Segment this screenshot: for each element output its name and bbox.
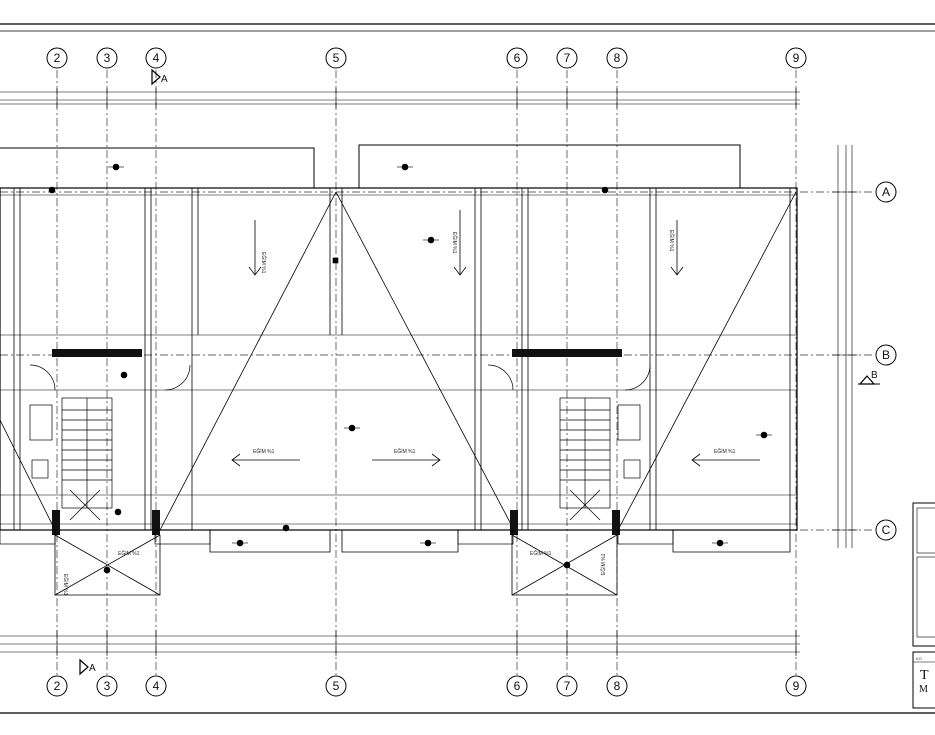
entrance-porches [54, 530, 791, 596]
section-marker-top: A [151, 68, 168, 86]
section-marker-bottom: A [79, 658, 96, 676]
axis-label-bottom: 9 [793, 679, 800, 693]
bottom-dimension-lines [0, 630, 800, 656]
slope-label: EĞİM %1 [714, 448, 736, 455]
axis-label-bottom: 8 [614, 679, 621, 693]
axis-label-top: 7 [564, 51, 571, 65]
axis-label-top: 3 [104, 51, 111, 65]
section-marker-label: A [89, 663, 96, 674]
axis-label-bottom: 2 [54, 679, 61, 693]
axis-label-top: 4 [153, 51, 160, 65]
building-outline [0, 187, 798, 531]
drawing-frame [0, 23, 935, 714]
top-dimension-lines [0, 88, 800, 108]
axis-label-bottom: 3 [104, 679, 111, 693]
axis-label-top: 8 [614, 51, 621, 65]
axis-label-bottom: 5 [333, 679, 340, 693]
axis-label-row: B [882, 348, 890, 362]
stair-core-right [457, 364, 674, 545]
slope-label: EĞİM %1 [260, 252, 267, 274]
section-marker-right: B [858, 370, 880, 385]
roof-hip-lines [0, 191, 797, 531]
bottom-axis-bubbles [46, 675, 807, 697]
section-marker-label: B [871, 370, 878, 381]
stair-core-left [0, 364, 211, 545]
slope-arrows [231, 210, 760, 467]
row-gridlines [0, 191, 875, 531]
slope-label: EĞİM %1 [668, 230, 675, 252]
right-dimension-lines [832, 145, 858, 548]
row-axis-bubbles [875, 181, 897, 541]
slope-label: EĞİM %1 [118, 550, 140, 557]
slope-label: EĞİM %1 [394, 448, 416, 455]
slope-label: EĞİM %1 [62, 574, 69, 596]
top-axis-labels: 2 3 4 5 6 7 8 9 [54, 51, 800, 65]
axis-label-row: A [882, 185, 890, 199]
axis-label-bottom: 4 [153, 679, 160, 693]
axis-label-bottom: 6 [514, 679, 521, 693]
top-axis-bubbles [46, 47, 807, 69]
axis-label-row: C [882, 523, 891, 537]
column-gridlines [56, 70, 797, 675]
axis-label-bottom: 7 [564, 679, 571, 693]
bottom-axis-labels: 2 3 4 5 6 7 8 9 [54, 679, 800, 693]
slope-labels: EĞİM %1 EĞİM %1 EĞİM %1 EĞİM %1 EĞİM %1 … [62, 230, 736, 596]
axis-label-top: 2 [54, 51, 61, 65]
axis-label-top: 5 [333, 51, 340, 65]
slope-label: EĞİM %1 [530, 550, 552, 557]
level-markers [48, 163, 772, 574]
section-marker-label: A [161, 74, 168, 85]
row-axis-labels: A B C [882, 185, 891, 537]
axis-label-top: 6 [514, 51, 521, 65]
title-block [912, 502, 935, 709]
slope-label: EĞİM %1 [253, 448, 275, 455]
title-block-subtitle: M [919, 684, 928, 695]
title-block-title: T [920, 668, 929, 683]
upper-eaves [0, 144, 741, 188]
slope-label: EĞİM %1 [600, 553, 607, 575]
thick-walls [52, 349, 622, 535]
axis-label-top: 9 [793, 51, 800, 65]
slope-label: EĞİM %1 [451, 232, 458, 254]
title-block-header: KO [916, 656, 922, 661]
